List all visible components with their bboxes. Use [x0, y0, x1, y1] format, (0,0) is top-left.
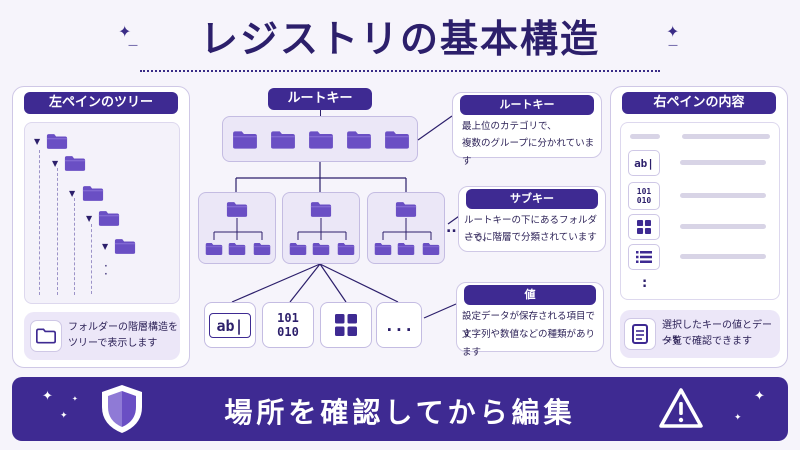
more-values-icon: ... [384, 315, 414, 335]
more-indicator: ... [446, 220, 462, 236]
folder-icon[interactable] [310, 201, 332, 218]
row-bar [680, 160, 766, 165]
callout-line1: 設定データが保存される項目です [462, 311, 596, 340]
right-note-line2: 一覧で確認できます [662, 336, 752, 347]
folder-icon[interactable] [422, 242, 440, 256]
callout-line1: 最上位のカテゴリで、 [462, 121, 557, 132]
folder-icon[interactable] [205, 242, 223, 256]
folder-outline-icon [30, 320, 62, 352]
list-header-bar [682, 134, 770, 139]
sparkle-icon: ✦ [60, 411, 68, 421]
sparkle-icon: ✦ [72, 395, 78, 403]
warning-banner: 場所を確認してから編集 ✦ ✦ ✦ ✦ ✦ [12, 377, 788, 441]
grid-icon [637, 220, 651, 234]
folder-icon[interactable] [374, 242, 392, 256]
document-icon [624, 318, 656, 350]
root-key-label: ルートキー [268, 88, 372, 110]
left-note-line2: ツリーで表示します [68, 338, 158, 349]
row-bar [680, 224, 766, 229]
value-string-box[interactable]: ab| [204, 302, 256, 348]
title-underline [140, 70, 660, 72]
sparkle-icon: — [668, 40, 678, 51]
sparkle-icon: ✦ [734, 413, 742, 423]
callout-heading: ルートキー [460, 95, 594, 115]
right-panel-heading: 右ペインの内容 [622, 92, 776, 114]
list-header-bar [630, 134, 660, 139]
value-grid-box[interactable] [320, 302, 372, 348]
row-bar [680, 254, 766, 259]
tree-guide-line [57, 168, 58, 295]
tree-guide-line [91, 224, 92, 294]
folder-icon[interactable] [253, 242, 271, 256]
connector-line [320, 110, 321, 116]
folder-icon[interactable] [228, 242, 246, 256]
chevron-down-icon[interactable]: ▼ [102, 242, 109, 251]
page-title: レジストリの基本構造 [199, 17, 600, 61]
right-note-line1: 選択したキーの値とデータを [662, 320, 772, 347]
banner-text: 場所を確認してから編集 [224, 396, 576, 429]
callout-heading: 値 [464, 285, 596, 305]
callout-heading: サブキー [466, 189, 598, 209]
folder-icon[interactable] [226, 201, 248, 218]
folder-icon[interactable] [289, 242, 307, 256]
sparkle-icon: — [128, 40, 138, 51]
row-list-icon[interactable] [628, 244, 660, 270]
callout-line1: ルートキーの下にあるフォルダーで、 [464, 215, 598, 244]
tree-guide-line [39, 150, 40, 295]
chevron-down-icon[interactable]: ▼ [69, 189, 76, 198]
sparkle-icon: ✦ [42, 389, 53, 404]
row-string-icon[interactable]: ab| [628, 150, 660, 176]
chevron-down-icon[interactable]: ▼ [34, 137, 41, 146]
value-list [620, 122, 780, 300]
sparkle-icon: ✦ [666, 22, 680, 41]
shield-icon [102, 385, 142, 433]
binary-value-icon: 101 010 [277, 311, 299, 339]
folder-icon[interactable] [312, 242, 330, 256]
value-binary-box[interactable]: 101 010 [262, 302, 314, 348]
callout-line2: 文字列や数値などの種類があります [462, 329, 596, 358]
tree-more-indicator: ·· [104, 259, 108, 281]
grid-icon [335, 314, 357, 336]
row-grid-icon[interactable] [628, 214, 660, 240]
sparkle-icon: ✦ [118, 22, 132, 41]
chevron-down-icon[interactable]: ▼ [52, 159, 59, 168]
folder-icon[interactable] [337, 242, 355, 256]
folder-icon[interactable] [395, 201, 417, 218]
left-note-line1: フォルダーの階層構造を [68, 322, 178, 333]
tree-guide-line [74, 198, 75, 295]
row-bar [680, 193, 766, 198]
list-icon [636, 251, 652, 263]
folder-icon[interactable] [397, 242, 415, 256]
chevron-down-icon[interactable]: ▼ [86, 214, 93, 223]
value-other-box[interactable]: ... [376, 302, 422, 348]
list-more-indicator: : [642, 276, 648, 291]
callout-line2: さらに階層で分類されています [464, 232, 597, 243]
warning-icon [659, 388, 703, 428]
callout-line2: 複数のグループに分かれています [462, 138, 595, 167]
sparkle-icon: ✦ [754, 389, 765, 404]
string-value-icon: ab| [216, 316, 244, 335]
left-panel-heading: 左ペインのツリー [24, 92, 178, 114]
row-binary-icon[interactable]: 101 010 [628, 182, 660, 210]
